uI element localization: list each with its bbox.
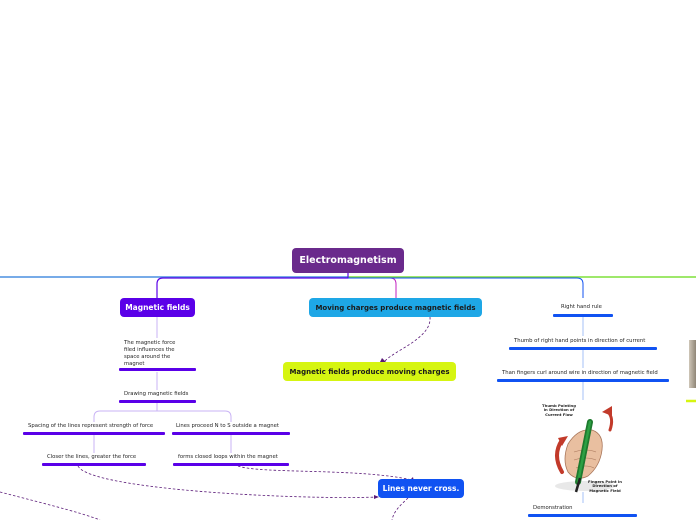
hand-caption-thumb: Thumb Pointing in Direction of Current F… [542, 403, 576, 417]
relation-never-cross-down [391, 497, 409, 520]
subtopic-spacing-underline [23, 432, 165, 435]
offscreen-image [689, 340, 696, 388]
subtopic-influence-underline [119, 368, 196, 371]
subtopic-closer[interactable]: Closer the lines, greater the force [47, 454, 137, 460]
subtopic-spacing[interactable]: Spacing of the lines represent strength … [28, 423, 154, 429]
subtopic-closer-underline [42, 463, 146, 466]
subtopic-demonstration[interactable]: Demonstration [533, 505, 573, 511]
subtopic-demonstration-underline [528, 514, 637, 517]
subtopic-thumb-underline [509, 347, 657, 350]
subtopic-fingers[interactable]: Than fingers curl around wire in directi… [502, 370, 658, 376]
right-hand-rule-illustration[interactable]: Thumb Pointing in Direction of Current F… [540, 400, 630, 500]
hand-caption-fingers: Fingers Point in Direction of Magnetic F… [588, 479, 622, 493]
link-n-to-s [157, 410, 232, 422]
subtopic-n-to-s-underline [172, 432, 290, 435]
topic-moving-charges[interactable]: Moving charges produce magnetic fields [309, 298, 482, 317]
link-spacing [93, 403, 158, 422]
subtopic-right-hand-rule-underline [553, 314, 613, 317]
relation-arrowhead-3 [374, 495, 379, 499]
subtopic-closed-loops[interactable]: forms closed loops within the magnet [178, 454, 278, 460]
subtopic-drawing[interactable]: Drawing magnetic fields [124, 391, 189, 397]
relation-offscreen-left [0, 491, 101, 520]
subtopic-closed-loops-underline [173, 463, 289, 466]
relation-charges-fields [384, 316, 431, 362]
relation-loops-never-cross [237, 465, 413, 481]
topic-magnetic-fields[interactable]: Magnetic fields [120, 298, 195, 317]
link-magnetic-fields [156, 273, 349, 298]
topic-lines-never-cross[interactable]: Lines never cross. [378, 479, 464, 498]
relation-closer-never-cross [77, 465, 379, 498]
central-topic[interactable]: Electromagnetism [292, 248, 404, 273]
subtopic-thumb[interactable]: Thumb of right hand points in direction … [514, 338, 646, 344]
link-right-hand [348, 277, 584, 298]
relation-arrowhead-1 [380, 358, 386, 362]
subtopic-drawing-underline [119, 400, 196, 403]
topic-fields-produce-charges[interactable]: Magnetic fields produce moving charges [283, 362, 456, 381]
subtopic-influence[interactable]: The magnetic force filed influences the … [124, 340, 176, 367]
subtopic-right-hand-rule[interactable]: Right hand rule [561, 304, 602, 310]
link-moving-charges [348, 277, 397, 298]
subtopic-fingers-underline [497, 379, 669, 382]
hand-icon [555, 406, 615, 493]
subtopic-n-to-s[interactable]: Lines proceed N to S outside a magnet [176, 423, 279, 429]
